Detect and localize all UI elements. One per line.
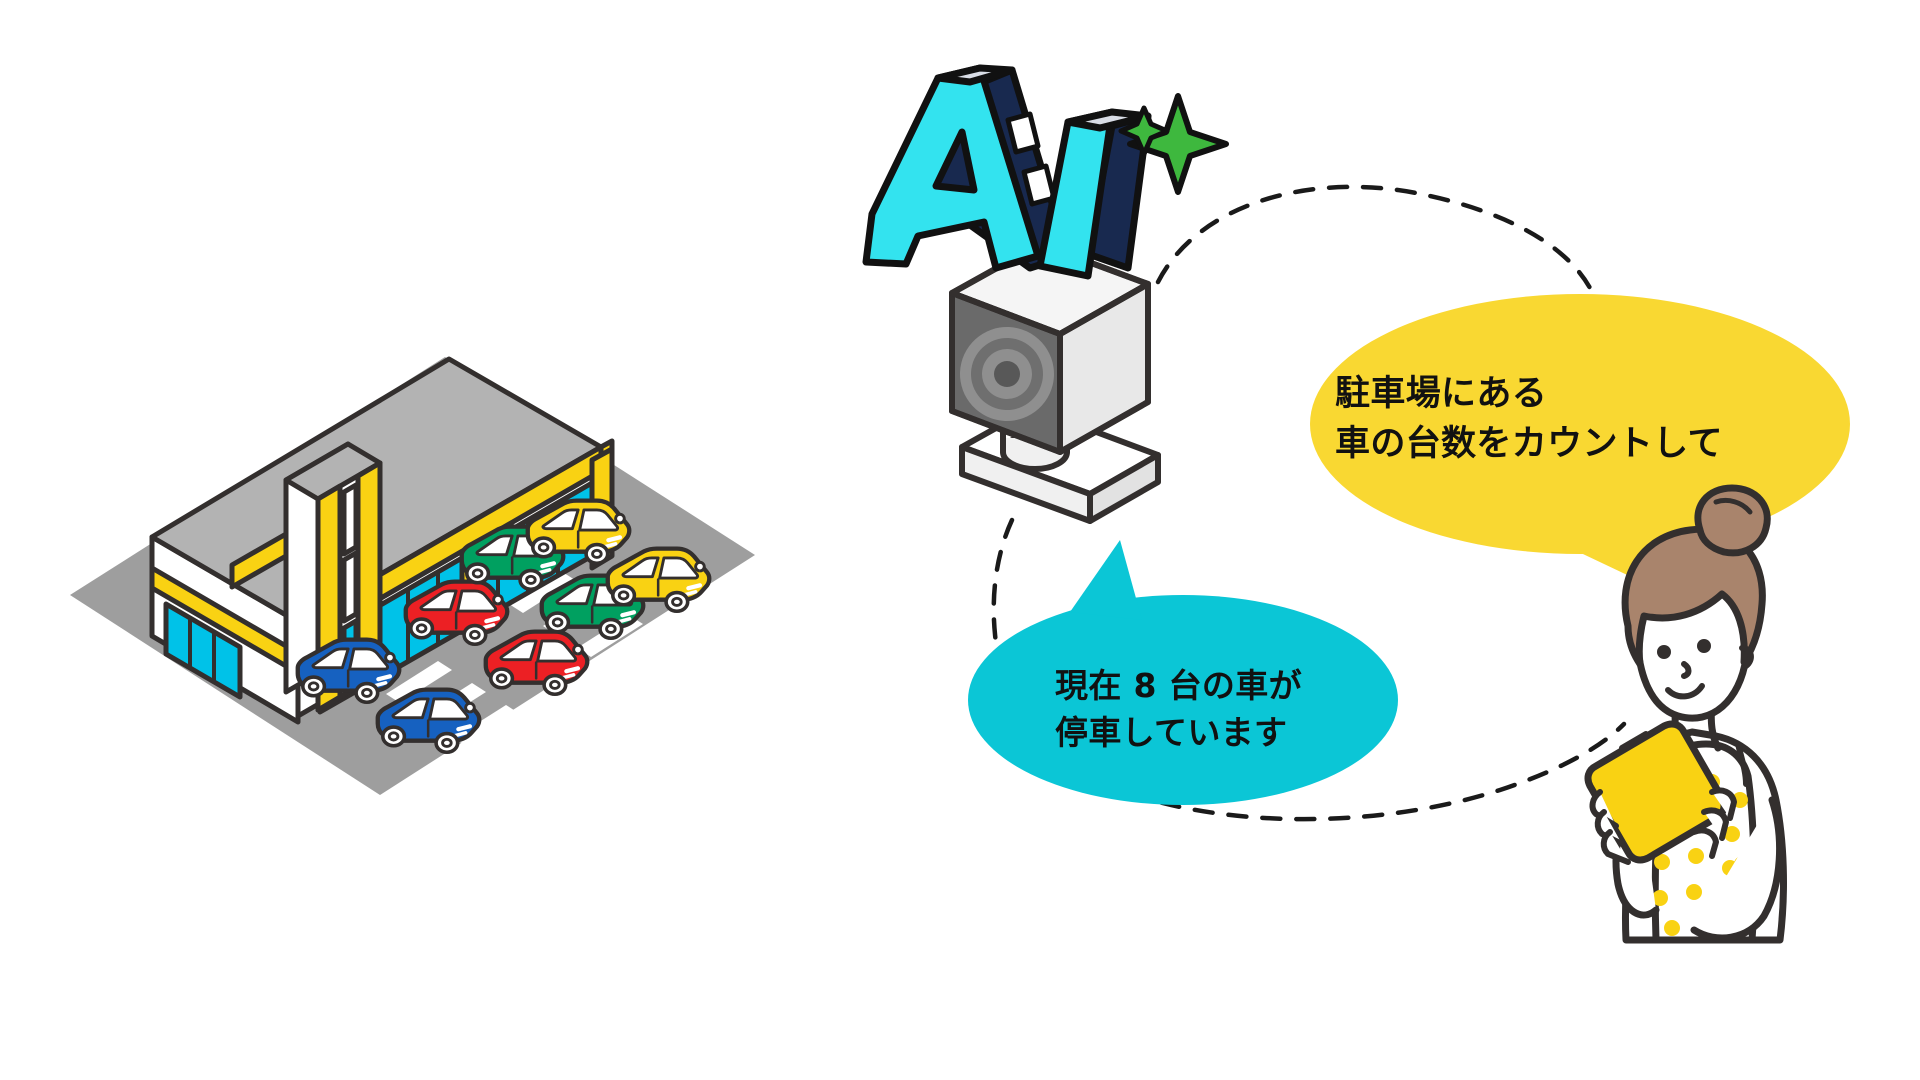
arc-response-to-woman [991, 517, 1627, 822]
ai-camera-device [949, 241, 1161, 524]
arc-camera-to-request [1155, 184, 1593, 291]
sparkle-group [1118, 93, 1229, 195]
dashed-flow-arrows [991, 184, 1627, 822]
parked-car-red-1 [403, 579, 510, 647]
sparkle-small-icon [1118, 105, 1170, 157]
parked-car-yellow-1 [525, 498, 632, 566]
parked-car-yellow-2 [605, 546, 712, 614]
parked-car-blue-1 [295, 637, 402, 705]
yellow-bubble-text: 駐車場にある 車の台数をカウントして [1335, 374, 1723, 464]
parked-cars [295, 498, 712, 755]
parked-car-blue-2 [375, 687, 482, 755]
woman-with-smartphone [1584, 484, 1787, 944]
face-features [1657, 639, 1711, 659]
cyan-speech-bubble [968, 540, 1398, 805]
cyan-bubble-text: 現在 8 台の車が 停車しています [1055, 666, 1302, 752]
parked-car-red-2 [483, 629, 590, 697]
ai-logo-3d [862, 64, 1152, 280]
